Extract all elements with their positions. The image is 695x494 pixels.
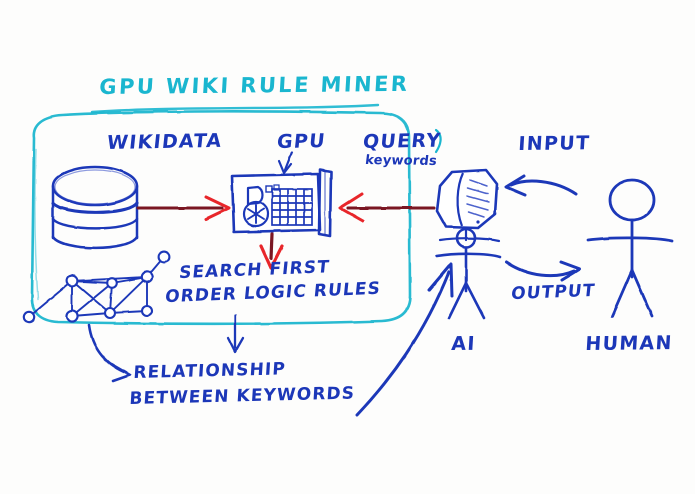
edge-ai-to-human-output bbox=[504, 260, 582, 282]
edge-human-to-ai-input bbox=[504, 174, 578, 197]
ai-stick-figure-icon bbox=[435, 227, 502, 320]
label-input: INPUT bbox=[517, 132, 591, 156]
label-query-sublabel: keywords bbox=[364, 153, 438, 169]
query-label-pointer bbox=[434, 128, 442, 154]
gpu-label-pointer-arrow bbox=[277, 150, 294, 175]
label-relationship-line1: RELATIONSHIP bbox=[132, 359, 287, 384]
title-underline bbox=[90, 103, 380, 114]
edge-query-to-gpu bbox=[338, 192, 436, 223]
edge-gpu-to-rules bbox=[259, 232, 284, 270]
knowledge-graph-icon bbox=[22, 250, 171, 324]
label-ai: AI bbox=[450, 332, 477, 356]
diagram-title: GPU WIKI RULE MINER bbox=[98, 71, 411, 100]
edge-rules-down-tick bbox=[226, 313, 245, 354]
grouping-box bbox=[30, 110, 412, 326]
edge-graph-to-relationship bbox=[87, 323, 132, 383]
database-cylinder-icon bbox=[51, 165, 139, 250]
human-stick-figure-icon bbox=[586, 178, 674, 318]
edge-wikidata-to-gpu bbox=[136, 195, 231, 221]
label-output: OUTPUT bbox=[510, 280, 597, 305]
label-query: QUERY bbox=[361, 129, 443, 154]
label-gpu: GPU bbox=[275, 130, 327, 154]
edge-rules-to-ai bbox=[355, 262, 454, 417]
label-human: HUMAN bbox=[584, 332, 674, 356]
label-wikidata: WIKIDATA bbox=[105, 129, 224, 155]
gpu-card-icon bbox=[230, 168, 333, 238]
